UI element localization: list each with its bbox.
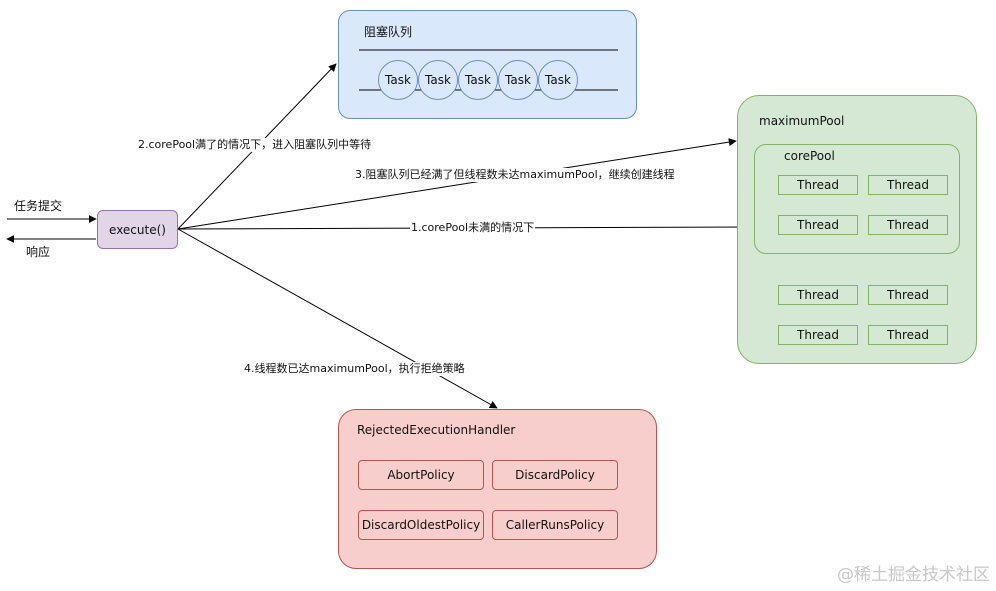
thread-item: Thread <box>868 215 948 235</box>
rejected-handler-title: RejectedExecutionHandler <box>357 423 516 437</box>
task-item: Task <box>458 60 498 100</box>
watermark: @稀土掘金技术社区 <box>837 565 990 585</box>
policy-discard-oldest: DiscardOldestPolicy <box>358 510 484 540</box>
task-item: Task <box>418 60 458 100</box>
policy-discard: DiscardPolicy <box>492 460 618 490</box>
thread-item: Thread <box>868 325 948 345</box>
edge-label-to-queue: 2.corePool满了的情况下，进入阻塞队列中等待 <box>137 138 373 152</box>
blocking-queue-title: 阻塞队列 <box>364 25 413 39</box>
task-item: Task <box>498 60 538 100</box>
maximum-pool-title: maximumPool <box>759 114 845 128</box>
policy-caller-runs: CallerRunsPolicy <box>492 510 618 540</box>
submit-label: 任务提交 <box>14 199 63 213</box>
thread-item: Thread <box>778 215 858 235</box>
edge-label-to-rejected: 4.线程数已达maximumPool，执行拒绝策略 <box>243 362 466 376</box>
edge-label-to-max-pool: 3.阻塞队列已经满了但线程数未达maximumPool，继续创建线程 <box>354 168 676 182</box>
policy-abort: AbortPolicy <box>358 460 484 490</box>
task-item: Task <box>538 60 578 100</box>
thread-item: Thread <box>868 285 948 305</box>
thread-item: Thread <box>778 325 858 345</box>
rejected-execution-handler: RejectedExecutionHandler AbortPolicy Dis… <box>338 409 657 569</box>
thread-item: Thread <box>778 175 858 195</box>
core-pool-title: corePool <box>784 149 835 163</box>
blocking-queue: 阻塞队列 Task Task Task Task Task <box>338 10 637 119</box>
core-pool: corePool Thread Thread Thread Thread <box>754 144 960 254</box>
response-label: 响应 <box>26 245 51 259</box>
execute-node: execute() <box>97 210 178 249</box>
edge-label-to-core-pool: 1.corePool未满的情况下 <box>410 221 536 235</box>
thread-item: Thread <box>868 175 948 195</box>
edge-to-max-pool <box>177 138 737 230</box>
task-item: Task <box>378 60 418 100</box>
edge-to-rejected <box>177 228 498 409</box>
thread-item: Thread <box>778 285 858 305</box>
